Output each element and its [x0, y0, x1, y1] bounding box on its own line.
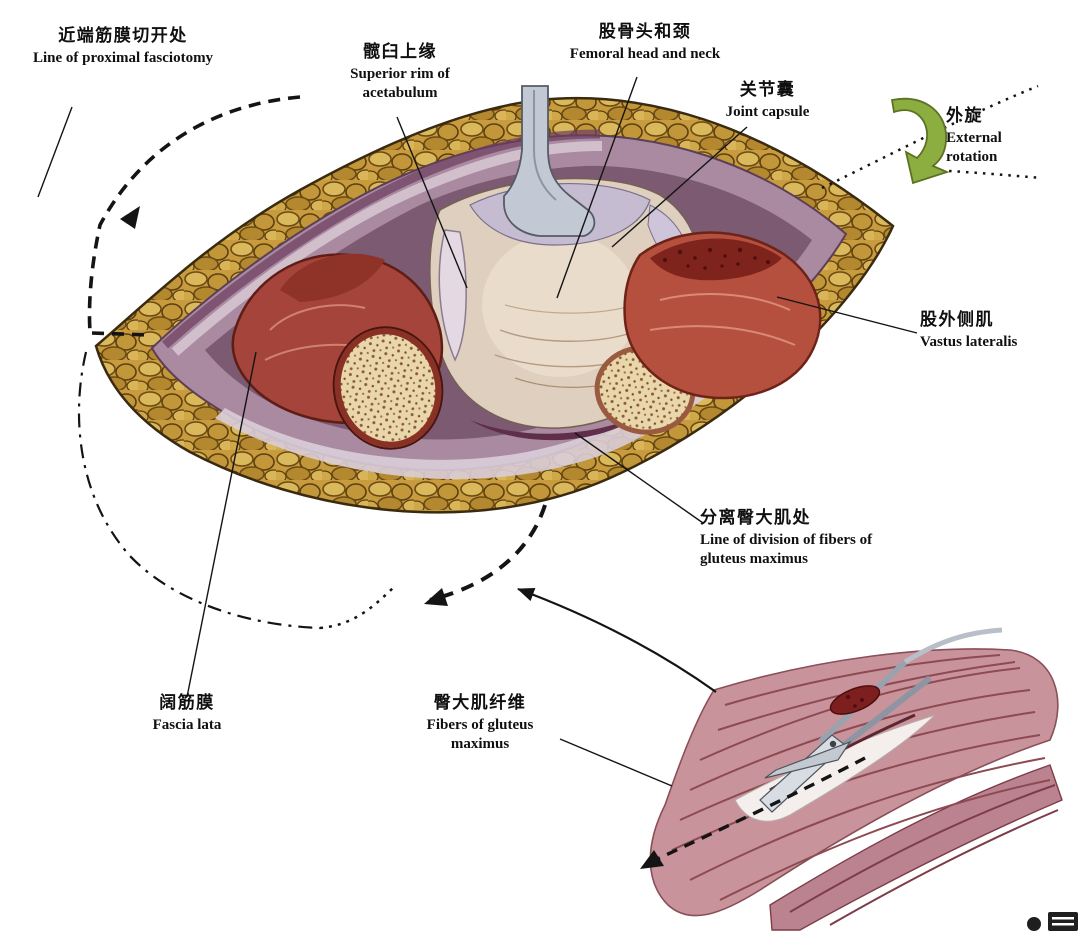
fasciotomy-arrowhead	[120, 206, 140, 229]
label-joint-capsule-en: Joint capsule	[725, 104, 810, 121]
label-external-rotation-zh: 外旋	[946, 106, 983, 125]
label-superior-rim-acetabulum-zh: 髋臼上缘	[363, 42, 437, 61]
gluteus-split-arrowhead	[424, 588, 448, 606]
label-femoral-head-neck-zh: 股骨头和颈	[598, 22, 692, 41]
label-fascia-lata-zh: 阔筋膜	[159, 693, 215, 712]
label-proximal-fasciotomy-zh: 近端筋膜切开处	[58, 26, 188, 45]
leader-proximal-fasciotomy	[37, 106, 73, 198]
inset-gluteus-maximus	[640, 627, 1063, 931]
label-vastus-lateralis-en: Vastus lateralis	[920, 334, 1018, 351]
proximal-fasciotomy-dashed-line	[87, 95, 301, 333]
leader-lines	[37, 76, 918, 787]
inset-dashed-arrow-line	[654, 756, 866, 862]
bone-cut-surface-left	[334, 328, 442, 448]
deep-muscle-shadow	[470, 415, 640, 441]
fascia-band-bottom	[215, 316, 780, 480]
leader-joint-capsule	[611, 126, 748, 248]
leader-vastus-lateralis	[776, 296, 918, 334]
vastus-highlight-2	[649, 325, 796, 346]
label-gluteus-fibers-en: Fibers of gluteus maximus	[426, 717, 534, 753]
label-external-rotation-en: External rotation	[946, 130, 1002, 166]
leader-acetabulum	[396, 116, 468, 289]
label-gluteus-division-en: Line of division of fibers of gluteus ma…	[700, 532, 873, 568]
label-external-rotation: 外旋 External rotation	[946, 106, 1056, 167]
retractor-edge	[533, 90, 557, 201]
external-rotation-arrow	[890, 97, 950, 185]
label-proximal-fasciotomy: 近端筋膜切开处 Line of proximal fasciotomy	[28, 26, 218, 68]
label-joint-capsule-zh: 关节囊	[739, 80, 796, 99]
retractor-instrument	[503, 85, 596, 237]
inset-to-main-arrow	[517, 587, 717, 693]
vastus-stipple	[663, 247, 770, 270]
scissors-icon	[759, 627, 1003, 813]
fasciotomy-dash-segment	[91, 331, 151, 337]
leader-fascia-lata	[186, 351, 257, 698]
inset-muscle-mass	[649, 648, 1059, 917]
gluteus-split-dashed-line	[429, 504, 547, 602]
dotted-connector	[319, 587, 394, 630]
femoral-head	[482, 233, 638, 377]
head-streak-1	[499, 329, 641, 342]
label-gluteus-fibers: 臀大肌纤维 Fibers of gluteus maximus	[396, 693, 564, 754]
label-gluteus-division-zh: 分离臀大肌处	[700, 508, 811, 527]
label-superior-rim-acetabulum-en: Superior rim of acetabulum	[350, 66, 450, 102]
vastus-lateralis-muscle	[623, 231, 822, 400]
vastus-rough-crest	[650, 238, 782, 281]
label-femoral-head-neck: 股骨头和颈 Femoral head and neck	[535, 22, 755, 64]
label-joint-capsule: 关节囊 Joint capsule	[700, 80, 835, 122]
traction-dotted-line-lower	[931, 168, 1043, 180]
acetabulum-rim	[438, 229, 467, 362]
label-fascia-lata: 阔筋膜 Fascia lata	[128, 693, 246, 735]
label-fascia-lata-en: Fascia lata	[152, 717, 222, 734]
leader-gluteus-division	[574, 432, 704, 524]
leader-gluteus-fibers	[559, 738, 673, 787]
abductor-upper	[280, 253, 385, 302]
incision-lines	[77, 84, 1043, 630]
label-femoral-head-neck-en: Femoral head and neck	[569, 46, 721, 63]
retractor-body	[503, 85, 596, 237]
inset-muscle-lower-band	[769, 764, 1063, 931]
label-proximal-fasciotomy-en: Line of proximal fasciotomy	[32, 50, 214, 67]
label-gluteus-division: 分离臀大肌处 Line of division of fibers of glu…	[700, 508, 920, 569]
label-vastus-lateralis-zh: 股外侧肌	[920, 310, 994, 329]
distal-dashdot-line	[77, 351, 321, 630]
trochanter-cut-bone	[332, 326, 444, 450]
inset-dashed-arrowhead	[640, 850, 664, 869]
label-gluteus-fibers-zh: 臀大肌纤维	[433, 693, 527, 712]
abductor-highlight-1	[269, 304, 366, 331]
clamped-tissue	[829, 685, 881, 715]
label-vastus-lateralis: 股外侧肌 Vastus lateralis	[920, 310, 1065, 352]
corner-mark	[1027, 912, 1078, 931]
leader-femoral-head	[556, 76, 638, 299]
vastus-highlight-1	[659, 293, 791, 311]
label-superior-rim-acetabulum: 髋臼上缘 Superior rim of acetabulum	[320, 42, 480, 103]
